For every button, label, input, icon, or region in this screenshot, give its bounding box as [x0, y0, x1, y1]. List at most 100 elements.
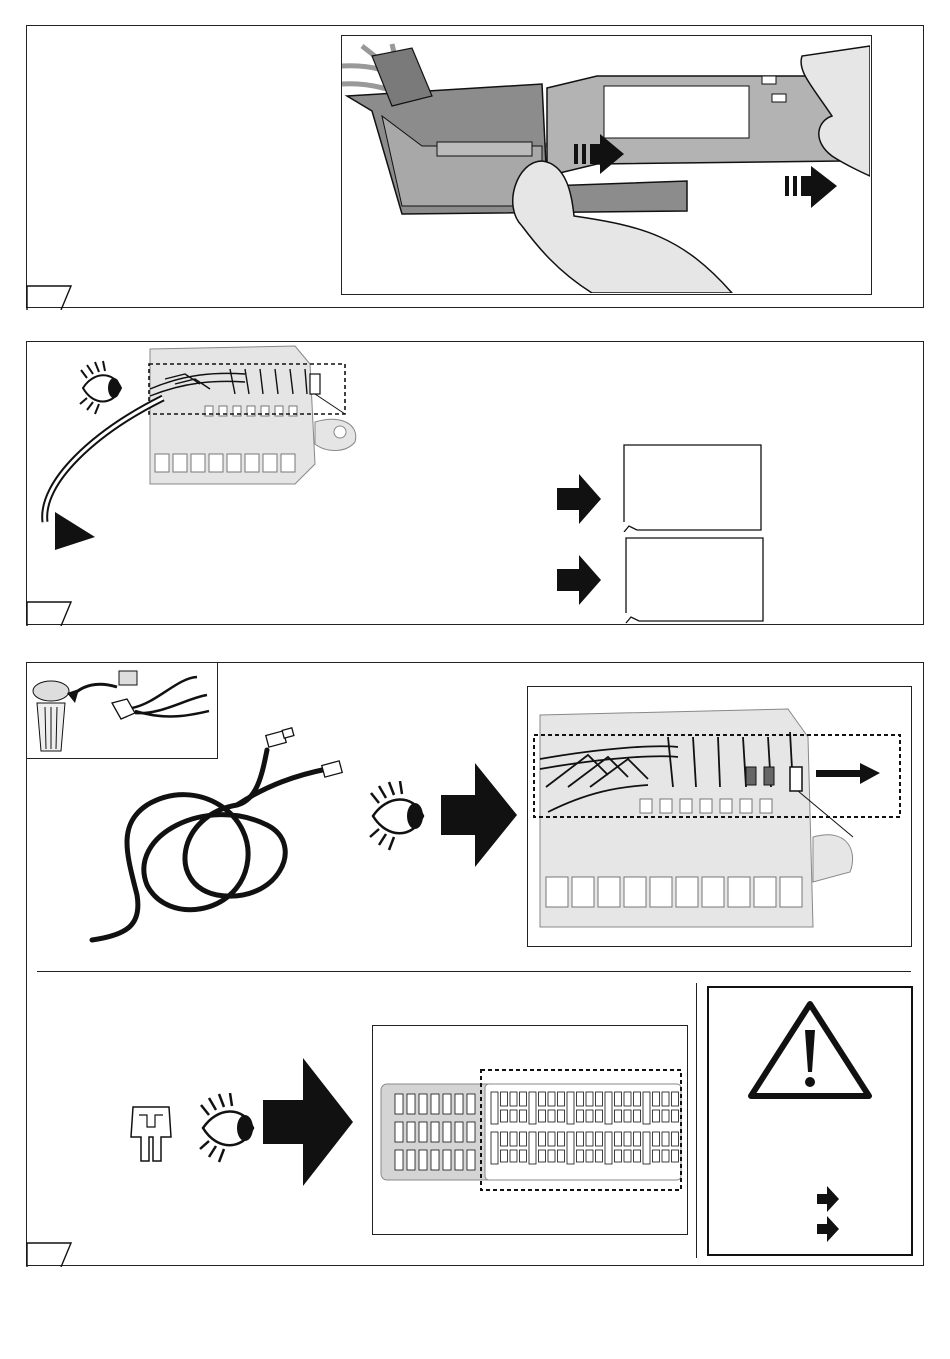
fuse-slot	[539, 1092, 546, 1106]
fuse-slot	[443, 1122, 451, 1142]
fuse-slot	[634, 1132, 641, 1146]
right-arrow-icon	[817, 1186, 839, 1212]
page-corner-marker	[25, 278, 75, 310]
fuse-slot	[624, 1150, 631, 1162]
step-2-panel	[26, 341, 924, 625]
fuse-slot	[548, 1150, 555, 1162]
fuse-slot	[624, 1132, 631, 1146]
fuse-slot	[596, 1110, 603, 1122]
fuse-slot	[558, 1092, 565, 1106]
fuse-slot	[431, 1150, 439, 1170]
fuse-slot	[455, 1094, 463, 1114]
fuse-box-detail-frame	[527, 686, 912, 947]
fuse-slot	[615, 1110, 622, 1122]
fuse-slot	[501, 1092, 508, 1106]
fuse-slot	[624, 1092, 631, 1106]
fuse-slot	[558, 1150, 565, 1162]
fuse-slot	[431, 1094, 439, 1114]
fuse-slot	[615, 1150, 622, 1162]
fuse-slot	[577, 1092, 584, 1106]
fuse-slot	[510, 1132, 517, 1146]
fuse-slot	[662, 1150, 669, 1162]
fuse-slot	[634, 1110, 641, 1122]
fuse-slot	[653, 1150, 660, 1162]
fuse-slot	[491, 1132, 498, 1164]
fuse-slot	[455, 1122, 463, 1142]
fuse-box-illustration	[145, 344, 365, 494]
page-corner-marker	[25, 1235, 75, 1267]
fuse-slot	[567, 1092, 574, 1124]
fuse-slot	[596, 1092, 603, 1106]
fuse-slot	[586, 1092, 593, 1106]
fuse-slot	[510, 1150, 517, 1162]
fuse-slot	[443, 1094, 451, 1114]
eye-icon	[369, 781, 427, 851]
fuse-slot	[662, 1110, 669, 1122]
fuse-layout-diagram	[373, 1026, 687, 1234]
push-arrow-icon	[785, 166, 837, 208]
right-arrow-icon	[817, 1216, 839, 1242]
fuse-slot	[501, 1150, 508, 1162]
fuse-slot	[419, 1150, 427, 1170]
right-arrow-icon	[816, 763, 880, 784]
fuse-slot	[539, 1132, 546, 1146]
fuse-slot	[443, 1150, 451, 1170]
curved-arrow-icon	[35, 392, 175, 552]
connector-cover-removal-illustration	[342, 36, 870, 293]
fuse-slot	[643, 1132, 650, 1164]
fuse-slot	[586, 1150, 593, 1162]
fuse-slot	[529, 1132, 536, 1164]
fuse-slot	[577, 1110, 584, 1122]
fuse-slot	[529, 1092, 536, 1124]
fuse-slot	[407, 1150, 415, 1170]
fuse-slot	[624, 1110, 631, 1122]
fuse-slot	[662, 1092, 669, 1106]
fuse-slot	[520, 1092, 527, 1106]
fuse-slot	[653, 1110, 660, 1122]
fuse-slot	[467, 1122, 475, 1142]
fuse-slot	[653, 1132, 660, 1146]
fuse-slot	[431, 1122, 439, 1142]
fuse-slot	[548, 1110, 555, 1122]
note-box	[623, 444, 763, 532]
fuse-slot	[520, 1132, 527, 1146]
fuse-slot	[615, 1092, 622, 1106]
section-divider	[37, 971, 911, 972]
fuse-slot	[643, 1092, 650, 1124]
fuse-slot	[467, 1094, 475, 1114]
step-1-panel	[26, 25, 924, 308]
fuse-slot	[672, 1110, 679, 1122]
fuse-slot	[605, 1132, 612, 1164]
warning-triangle-icon	[745, 998, 875, 1102]
step-3-panel	[26, 662, 924, 1266]
fuse-slot	[467, 1150, 475, 1170]
note-box	[625, 537, 765, 625]
fuse-slot	[520, 1110, 527, 1122]
fuse-slot	[395, 1094, 403, 1114]
fuse-slot	[510, 1092, 517, 1106]
fuse-slot	[672, 1092, 679, 1106]
section-divider	[696, 983, 697, 1258]
right-arrow-icon	[441, 763, 519, 867]
fuse-slot	[395, 1150, 403, 1170]
fuse-slot	[577, 1150, 584, 1162]
fuse-icon	[127, 1103, 175, 1165]
fuse-slot	[539, 1110, 546, 1122]
fuse-slot	[558, 1110, 565, 1122]
fuse-slot	[407, 1122, 415, 1142]
page-corner-marker	[25, 594, 75, 626]
fuse-slot	[455, 1150, 463, 1170]
fuse-slot	[558, 1132, 565, 1146]
right-arrow-icon	[557, 472, 603, 526]
fuse-slot	[653, 1092, 660, 1106]
fuse-box-connector-illustration	[528, 687, 911, 946]
fuse-layout-frame	[372, 1025, 688, 1235]
fuse-slot	[548, 1092, 555, 1106]
right-arrow-icon	[263, 1058, 355, 1186]
warning-box	[707, 986, 913, 1256]
right-arrow-icon	[557, 553, 603, 607]
fuse-slot	[577, 1132, 584, 1146]
fuse-slot	[419, 1122, 427, 1142]
fuse-slot	[501, 1110, 508, 1122]
cable-harness-icon	[87, 725, 347, 947]
